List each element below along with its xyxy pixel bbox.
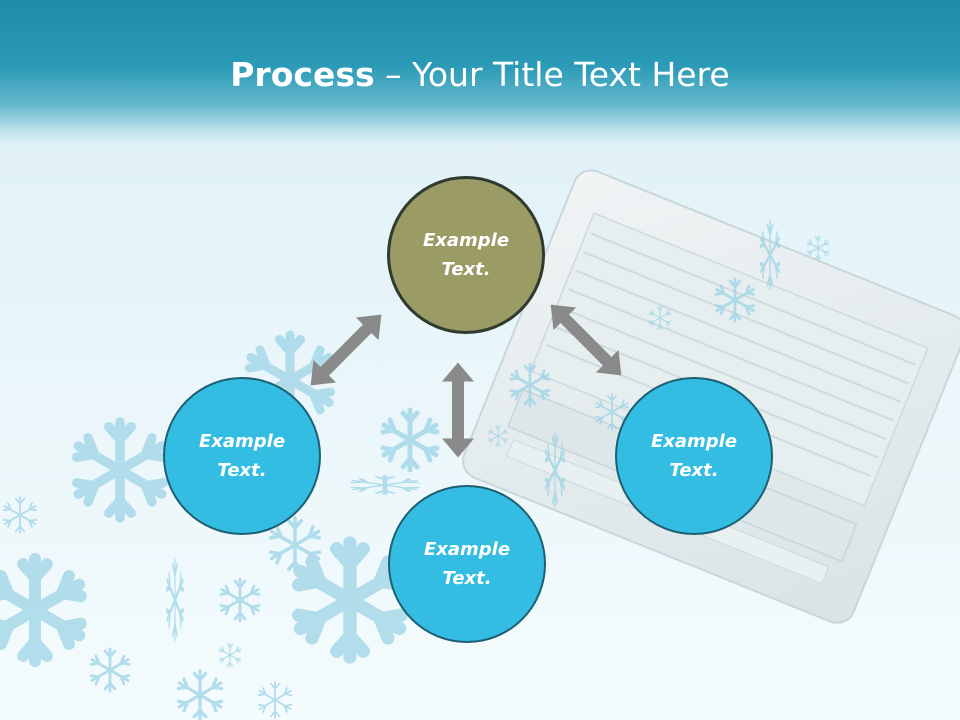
- double-arrow-icon: [442, 362, 474, 458]
- node-text-line: Text.: [669, 460, 719, 481]
- double-arrow-icon: [539, 293, 633, 387]
- slide-title: Process – Your Title Text Here: [0, 54, 960, 96]
- node-text-line: Example: [423, 539, 511, 560]
- node-text-line: Example: [422, 230, 510, 251]
- title-bar: Process – Your Title Text Here: [0, 0, 960, 145]
- node-text-line: Example: [650, 431, 738, 452]
- title-bold: Process: [230, 55, 375, 94]
- node-text-line: Example: [198, 431, 286, 452]
- node-text-line: Text.: [441, 259, 491, 280]
- node-text-line: Text.: [442, 568, 492, 589]
- node-text-line: Text.: [217, 460, 267, 481]
- double-arrow-icon: [299, 303, 393, 397]
- title-rest: – Your Title Text Here: [374, 55, 730, 94]
